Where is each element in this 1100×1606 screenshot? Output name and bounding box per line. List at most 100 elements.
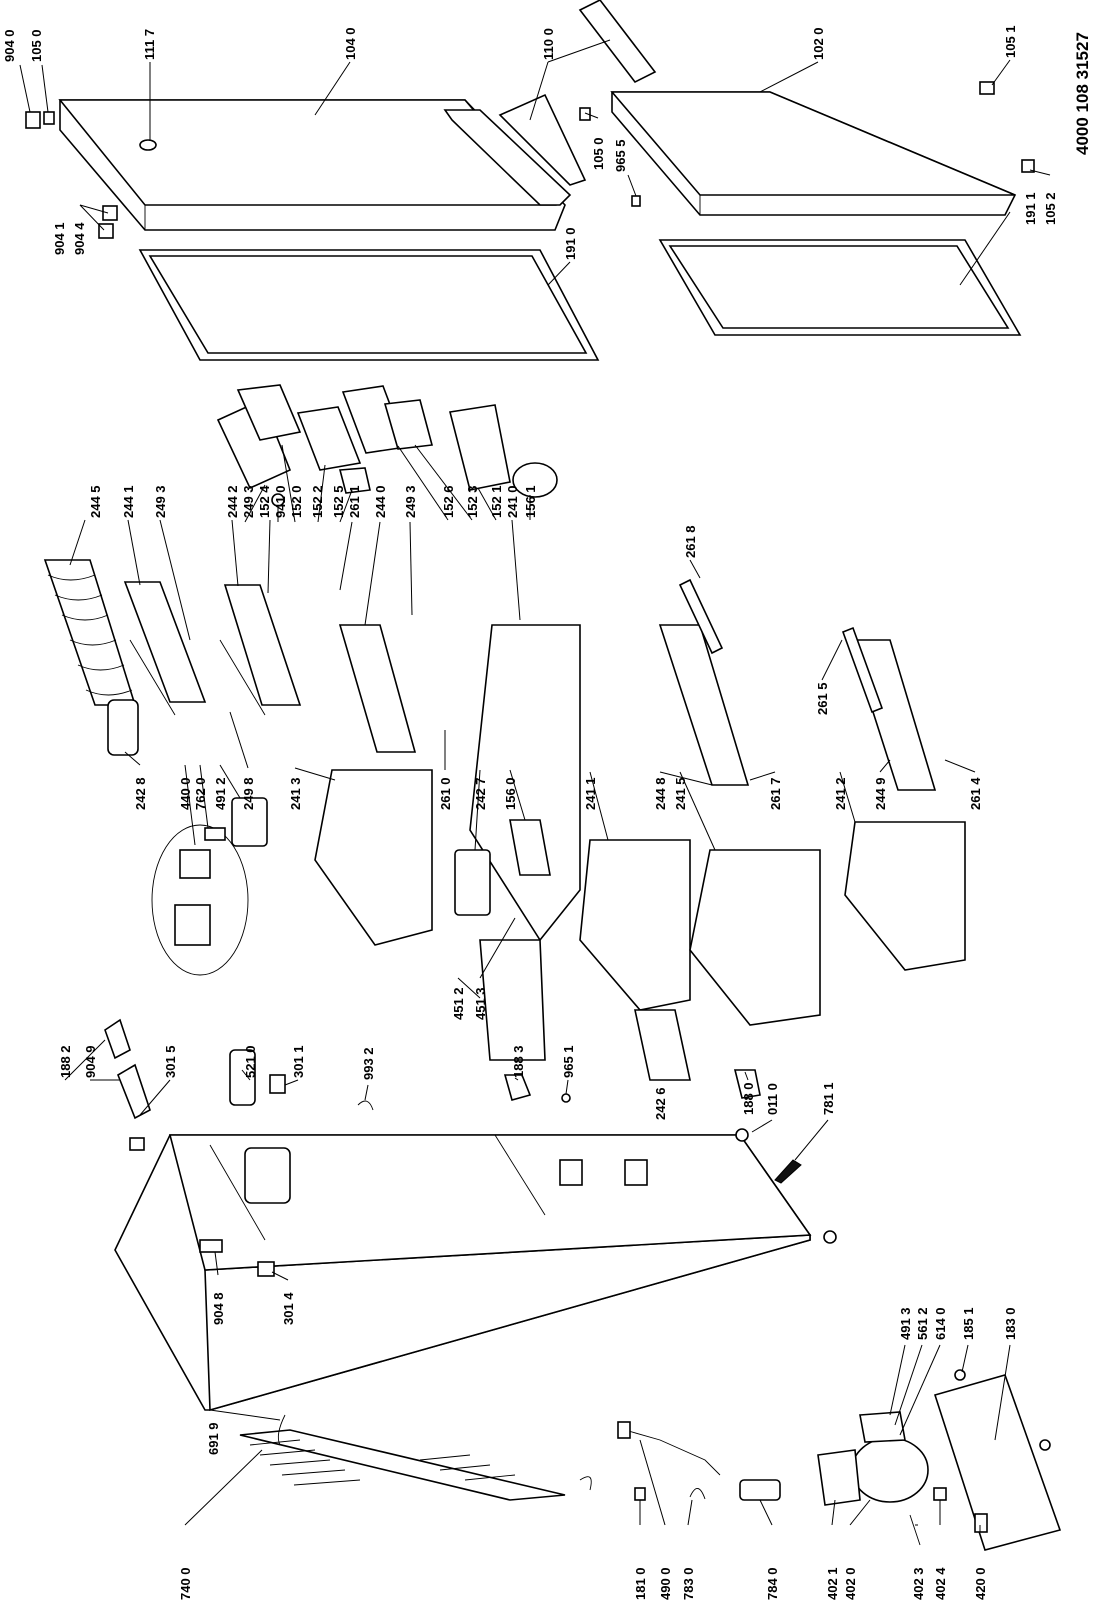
- label-244-8: 244 8: [653, 777, 668, 810]
- label-111-7: 111 7: [142, 29, 157, 60]
- label-242-7: 242 7: [473, 777, 488, 810]
- label-691-9: 691 9: [206, 1422, 221, 1455]
- label-188-0: 188 0: [741, 1082, 756, 1115]
- freezer-door: [610, 91, 1017, 216]
- label-402-1: 402 1: [825, 1567, 840, 1600]
- label-491-2: 491 2: [213, 777, 228, 810]
- bottle-rack: [43, 559, 137, 706]
- compressor-assembly: [739, 1411, 947, 1506]
- label-261-7: 261 7: [768, 777, 783, 810]
- label-244-1: 244 1: [121, 485, 136, 518]
- label-110-0: 110 0: [541, 28, 556, 60]
- label-185-1: 185 1: [961, 1307, 976, 1340]
- label-241-2: 241 2: [833, 777, 848, 810]
- label-156-0: 156 0: [503, 777, 518, 810]
- label-105-0: 105 0: [29, 29, 44, 62]
- label-490-0: 490 0: [658, 1567, 673, 1600]
- label-783-0: 783 0: [681, 1567, 696, 1600]
- label-105-1: 105 1: [1003, 25, 1018, 58]
- label-993-2: 993 2: [361, 1047, 376, 1080]
- freezer-door-gasket: [658, 239, 1022, 336]
- label-904-4: 904 4: [72, 222, 87, 255]
- label-904-1: 904 1: [52, 222, 67, 255]
- egg-tray-and-accessories: [107, 699, 691, 1081]
- glass-shelves: [123, 581, 417, 753]
- label-191-1: 191 1: [1023, 192, 1038, 225]
- label-152-3: 152 3: [465, 485, 480, 518]
- label-244-9: 244 9: [873, 777, 888, 810]
- leader-lines: [19, 39, 1051, 1532]
- label-191-0: 191 0: [563, 227, 578, 260]
- label-491-3: 491 3: [898, 1307, 913, 1340]
- label-241-3: 241 3: [288, 777, 303, 810]
- label-152-6: 152 6: [441, 485, 456, 518]
- label-011-0: 011 0: [765, 1083, 780, 1115]
- small-fittings: [634, 1487, 988, 1546]
- door-handle: [498, 0, 657, 186]
- label-249-3c: 249 3: [403, 485, 418, 518]
- label-261-0: 261 0: [438, 777, 453, 810]
- label-105-2: 105 2: [1043, 192, 1058, 225]
- label-301-4: 301 4: [281, 1292, 296, 1325]
- left-side-parts: [104, 1018, 374, 1120]
- label-904-8: 904 8: [211, 1292, 226, 1325]
- feet-and-rollers: [503, 1069, 837, 1244]
- label-521-0: 521 0: [243, 1045, 258, 1078]
- label-261-5: 261 5: [815, 682, 830, 715]
- crisper-drawers: [314, 624, 966, 1026]
- label-244-2: 244 2: [225, 485, 240, 518]
- label-402-0: 402 0: [843, 1567, 858, 1600]
- label-451-2: 451 2: [451, 987, 466, 1020]
- label-420-0: 420 0: [973, 1567, 988, 1600]
- label-183-0: 183 0: [1003, 1307, 1018, 1340]
- part-labels: 904 0 105 0 111 7 104 0 110 0 102 0 105 …: [2, 25, 1058, 1600]
- document-number: 4000 108 31527: [1073, 32, 1092, 155]
- label-105-0b: 105 0: [591, 137, 606, 170]
- label-241-0: 241 0: [505, 485, 520, 518]
- power-cord: [617, 1421, 721, 1476]
- fan-and-control-unit: [151, 797, 268, 976]
- label-561-2: 561 2: [915, 1307, 930, 1340]
- cabinet: [114, 1134, 812, 1412]
- label-762-0: 762 0: [193, 777, 208, 810]
- label-152-4: 152 4: [257, 485, 272, 518]
- label-261-4: 261 4: [968, 777, 983, 810]
- door-hinge-parts: [25, 81, 1035, 239]
- label-181-0: 181 0: [633, 1567, 648, 1600]
- label-152-0: 152 0: [289, 485, 304, 518]
- label-152-2: 152 2: [310, 485, 325, 518]
- label-402-4: 402 4: [933, 1567, 948, 1600]
- label-965-1: 965 1: [561, 1045, 576, 1078]
- label-781-1: 781 1: [821, 1082, 836, 1115]
- label-261-8: 261 8: [683, 525, 698, 558]
- label-244-0: 244 0: [373, 485, 388, 518]
- label-241-1: 241 1: [583, 777, 598, 810]
- label-249-3a: 249 3: [153, 485, 168, 518]
- label-104-0: 104 0: [343, 27, 358, 60]
- label-904-9: 904 9: [83, 1045, 98, 1078]
- label-188-2: 188 2: [58, 1045, 73, 1078]
- label-102-0: 102 0: [811, 27, 826, 60]
- label-451-3: 451 3: [473, 987, 488, 1020]
- label-440-0: 440 0: [178, 777, 193, 810]
- label-965-5: 965 5: [613, 139, 628, 172]
- label-156-1: 156 1: [523, 485, 538, 518]
- label-188-3: 188 3: [511, 1045, 526, 1078]
- label-740-0: 740 0: [178, 1567, 193, 1600]
- label-242-8: 242 8: [133, 777, 148, 810]
- label-242-6: 242 6: [653, 1087, 668, 1120]
- label-249-8: 249 8: [241, 777, 256, 810]
- label-904-0: 904 0: [2, 29, 17, 62]
- label-241-5: 241 5: [673, 777, 688, 810]
- door-balconies: [216, 384, 558, 507]
- condenser-coil: [239, 1414, 592, 1501]
- label-941-0: 941 0: [273, 485, 288, 518]
- label-261-1: 261 1: [347, 485, 362, 518]
- freezer-shelves: [658, 578, 937, 791]
- door-gasket: [138, 249, 600, 361]
- fridge-door: [58, 99, 572, 231]
- label-301-5: 301 5: [163, 1045, 178, 1078]
- compressor-base: [933, 1369, 1062, 1551]
- label-402-3: 402 3: [911, 1567, 926, 1600]
